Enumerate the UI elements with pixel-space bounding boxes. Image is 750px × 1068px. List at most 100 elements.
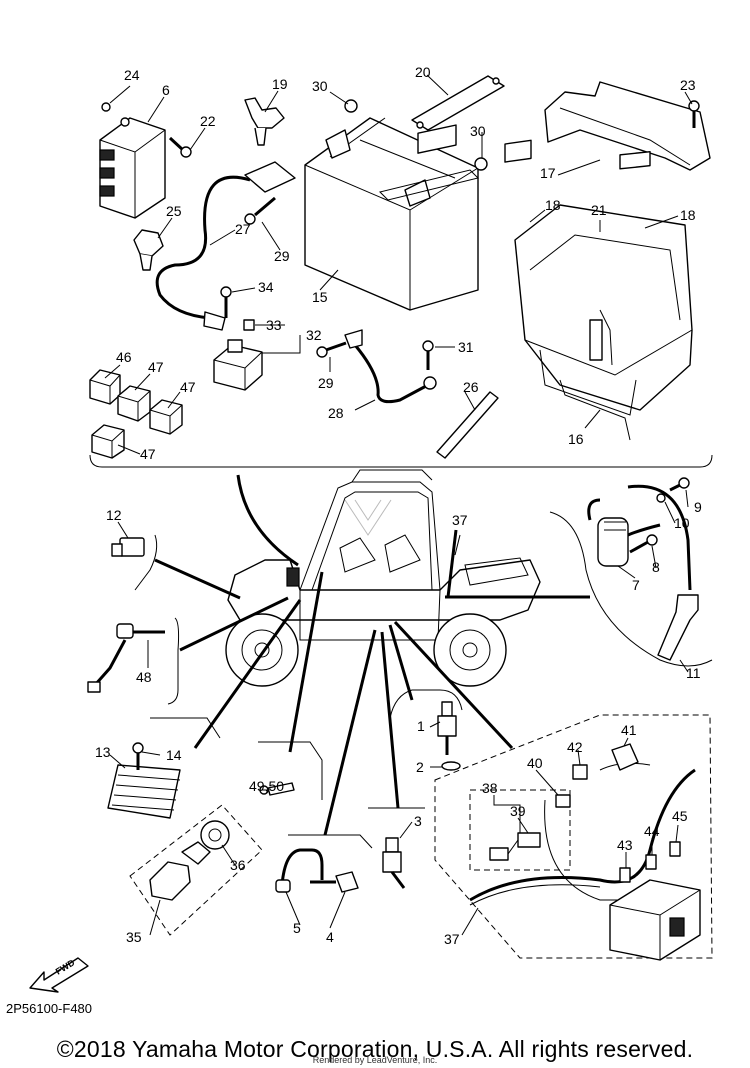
pad-18-left: [504, 139, 532, 163]
leader-1: [388, 624, 414, 701]
callout-6: 6: [162, 82, 170, 98]
gasket-2: [441, 761, 461, 771]
callout-45: 45: [672, 808, 688, 824]
callout-13: 13: [95, 744, 111, 760]
nut-30-left: [344, 99, 358, 113]
leader-37-top: [446, 529, 458, 598]
callout-26: 26: [463, 379, 479, 395]
callout-30-left: 30: [312, 78, 328, 94]
bolt-9: [669, 477, 690, 492]
callout-35: 35: [126, 929, 142, 945]
callout-3: 3: [414, 813, 422, 829]
plug-3: [382, 837, 406, 889]
callout-15: 15: [312, 289, 328, 305]
callout-20: 20: [415, 64, 431, 80]
strap-20: [411, 75, 505, 131]
sensor-48: [87, 623, 165, 693]
cable-28: [344, 329, 437, 404]
leader-sweep: [236, 474, 299, 567]
leader-13: [193, 599, 302, 749]
lead-27: [155, 161, 296, 331]
callout-8: 8: [652, 559, 660, 575]
callout-1: 1: [417, 718, 425, 734]
callout-30-right: 30: [470, 123, 486, 139]
callout-7: 7: [632, 577, 640, 593]
regulator-13: [107, 764, 181, 819]
callout-43: 43: [617, 837, 633, 853]
nut-24: [101, 102, 111, 112]
callout-49-50: 49,50: [249, 778, 284, 794]
vehicle-outline: [225, 469, 541, 687]
diagram-code: 2P56100-F480: [6, 1001, 93, 1016]
bracket-13: [150, 717, 221, 739]
callout-18-left: 18: [545, 197, 561, 213]
callout-33: 33: [266, 317, 282, 333]
plug-cap-11: [627, 484, 699, 661]
callout-29-upper: 29: [274, 248, 290, 264]
callout-21: 21: [591, 202, 607, 218]
bracket-48: [167, 617, 180, 705]
callout-42: 42: [567, 739, 583, 755]
leader-37: [393, 620, 514, 750]
callout-38: 38: [482, 780, 498, 796]
callout-31: 31: [458, 339, 474, 355]
switch-35: [149, 841, 211, 901]
nut-30-right: [474, 157, 488, 171]
callout-16: 16: [568, 431, 584, 447]
fuse-45: [669, 841, 681, 857]
ignition-coil-7: [587, 498, 661, 567]
clamp-25: [133, 229, 164, 271]
callout-47-c: 47: [140, 446, 156, 462]
bolt-14: [132, 742, 144, 770]
connector-40: [555, 794, 571, 808]
relay-47-c: [91, 424, 125, 459]
callout-28: 28: [328, 405, 344, 421]
callout-48: 48: [136, 669, 152, 685]
bracket-4950: [258, 741, 323, 800]
leader-4950: [288, 571, 324, 753]
callout-9: 9: [694, 499, 702, 515]
relay-46: [89, 369, 121, 405]
callout-47-a: 47: [148, 359, 164, 375]
callout-34: 34: [258, 279, 274, 295]
bracket-45: [288, 834, 373, 849]
callout-19: 19: [272, 76, 288, 92]
bolt-29-upper: [244, 196, 276, 225]
callout-2: 2: [416, 759, 424, 775]
pad-18-right: [619, 150, 651, 170]
relay-47-b: [149, 399, 183, 435]
battery-box-16: [514, 204, 693, 441]
callout-12: 12: [106, 507, 122, 523]
fuse-43: [619, 867, 631, 883]
callout-44: 44: [644, 823, 660, 839]
fuse-44: [645, 854, 657, 870]
callout-4: 4: [326, 929, 334, 945]
leader-4: [323, 629, 377, 836]
bolt-8: [629, 534, 658, 554]
upper-section-bracket: [89, 454, 713, 468]
leader-12: [154, 558, 241, 600]
bolt-34: [220, 286, 232, 318]
callout-46: 46: [116, 349, 132, 365]
battery-15: [304, 117, 479, 311]
bracket-7: [549, 511, 713, 667]
callout-11: 11: [686, 665, 701, 681]
bracket-1: [389, 689, 463, 719]
harness-sub-box: [469, 789, 571, 871]
callout-32: 32: [306, 327, 322, 343]
relay-42: [572, 764, 588, 780]
callout-23: 23: [680, 77, 696, 93]
connector-38-39: [489, 832, 541, 861]
cable-tie-26: [436, 391, 499, 459]
callout-14: 14: [166, 747, 182, 763]
copyright-notice: ©2018 Yamaha Motor Corporation, U.S.A. A…: [56, 1036, 694, 1062]
callout-5: 5: [293, 920, 301, 936]
leader-48: [179, 596, 289, 652]
connector-41: [611, 743, 639, 771]
sensor-4: [275, 848, 359, 893]
bracket-37: [434, 714, 713, 959]
callout-36: 36: [230, 857, 246, 873]
callout-37-bottom: 37: [444, 931, 460, 947]
bolt-31: [422, 340, 434, 370]
callout-41: 41: [621, 722, 637, 738]
